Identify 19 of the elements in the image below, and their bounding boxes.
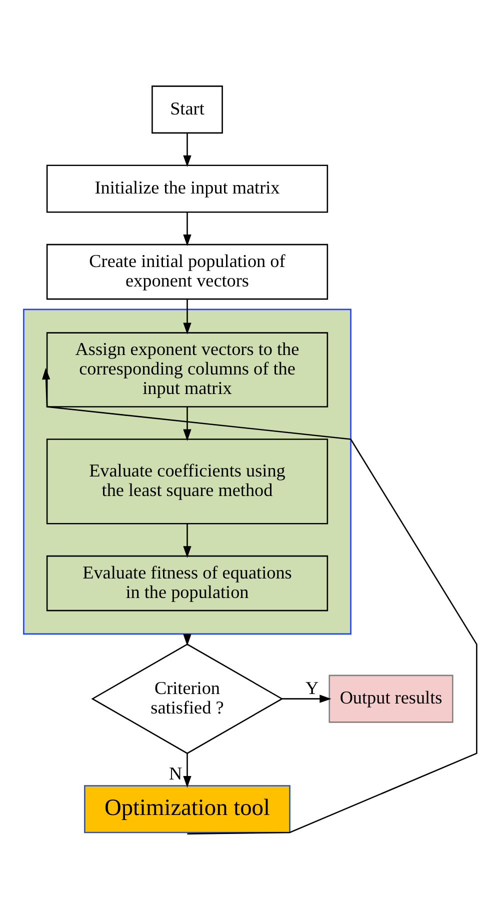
- arrow: [183, 524, 192, 558]
- node-box: Output results: [328, 674, 454, 723]
- node-box: Optimization tool: [84, 785, 290, 834]
- arrow: [183, 753, 192, 788]
- node-box: Evaluate fitness of equations in the population: [46, 555, 328, 612]
- edge-label: N: [168, 763, 182, 784]
- arrow: [183, 299, 192, 334]
- arrow: [183, 406, 192, 441]
- arrow: [282, 694, 332, 703]
- node-box: Start: [152, 86, 223, 134]
- arrow: [183, 133, 192, 168]
- node-box: Initialize the input matrix: [46, 164, 328, 213]
- node-box: Create initial population of exponent vectors: [46, 244, 328, 300]
- node-box: Evaluate coefficients using the least square method: [46, 438, 328, 524]
- edge-label: Y: [306, 678, 319, 698]
- node-box: Assign exponent vectors to the corresponding columns of the input matrix: [46, 332, 328, 408]
- arrow: [42, 368, 478, 834]
- arrow: [183, 212, 192, 246]
- node-diamond: Criterion satisfied ?: [91, 644, 284, 754]
